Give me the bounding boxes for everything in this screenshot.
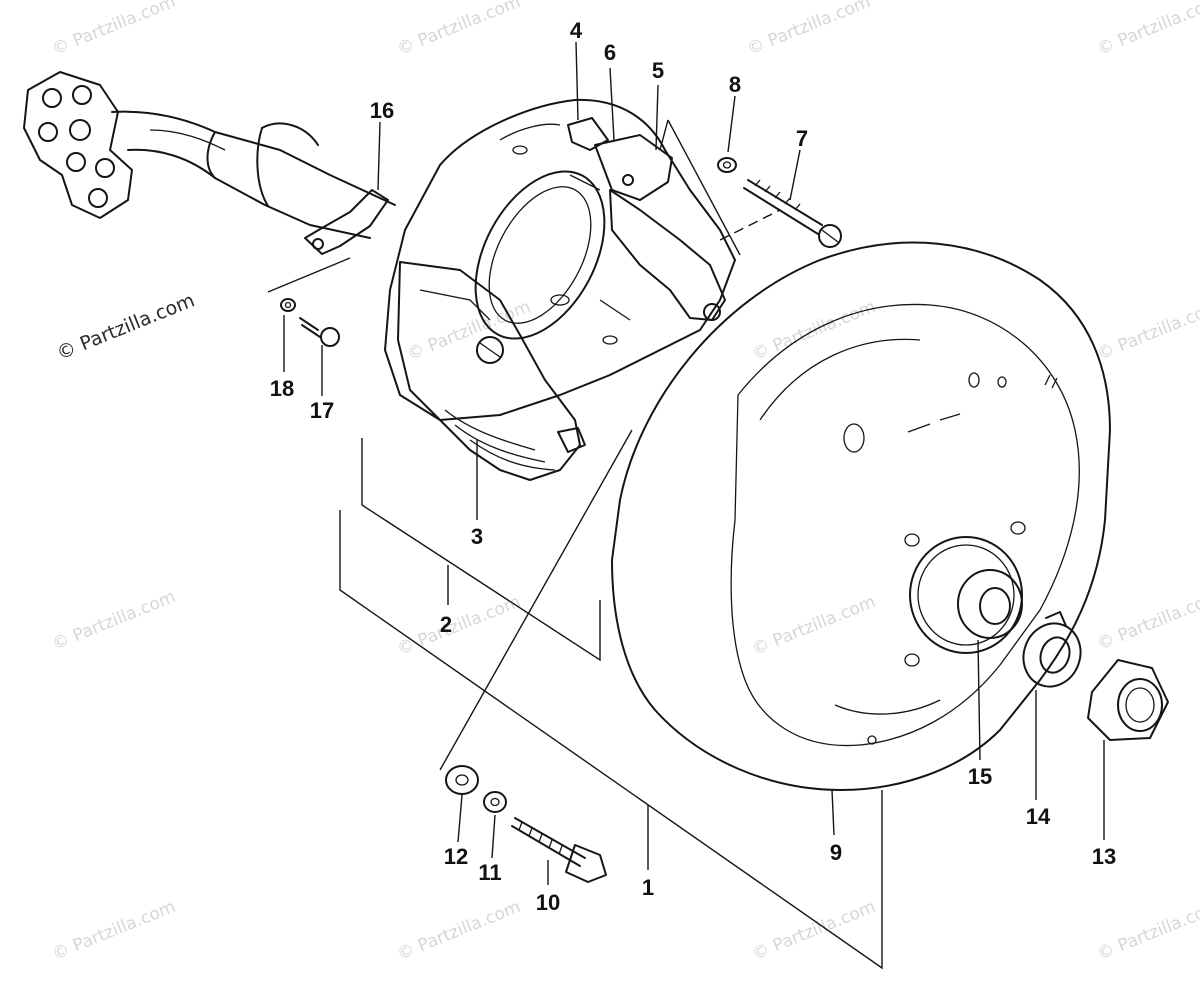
callout-2: 2	[440, 612, 452, 637]
callout-3: 3	[471, 524, 483, 549]
contact-breaker-assembly	[567, 117, 726, 321]
watermark: © Partzilla.com	[1094, 587, 1200, 655]
callout-8: 8	[729, 72, 741, 97]
watermark: © Partzilla.com	[394, 897, 523, 965]
callout-15: 15	[968, 764, 992, 789]
callout-10: 10	[536, 890, 560, 915]
callout-1: 1	[642, 875, 654, 900]
callout-6: 6	[604, 40, 616, 65]
screw-and-washer-7-8	[717, 157, 842, 248]
callout-4: 4	[570, 18, 583, 43]
watermark: © Partzilla.com	[394, 0, 523, 60]
watermark: © Partzilla.com	[1094, 897, 1200, 965]
nut-13	[1087, 659, 1169, 741]
watermark: © Partzilla.com	[1094, 0, 1200, 60]
watermark: © Partzilla.com	[49, 0, 178, 60]
callout-12: 12	[444, 844, 468, 869]
callout-5: 5	[652, 58, 664, 83]
assembly-brackets	[267, 119, 883, 970]
lock-washer-14	[1022, 611, 1082, 688]
watermark: © Partzilla.com	[744, 0, 873, 60]
callout-14: 14	[1026, 804, 1051, 829]
wire-clamp	[304, 189, 389, 255]
callout-13: 13	[1092, 844, 1116, 869]
wire-harness-connector	[23, 71, 133, 219]
callout-7: 7	[796, 126, 808, 151]
watermark: © Partzilla.com	[49, 587, 178, 655]
callout-18: 18	[270, 376, 294, 401]
callout-labels: 4 6 5 8 7 16 18 17 3 2 12 11 10 1 9 15 1…	[270, 18, 1116, 915]
leader-lines	[283, 41, 1105, 885]
callout-16: 16	[370, 98, 394, 123]
bolt-10	[511, 817, 607, 883]
screw-and-washer-17-18	[280, 298, 340, 347]
callout-9: 9	[830, 840, 842, 865]
watermark: © Partzilla.com	[404, 297, 533, 365]
stator-plate	[384, 98, 736, 421]
watermark: © Partzilla.com	[394, 592, 523, 660]
watermark: © Partzilla.com	[1094, 297, 1200, 365]
watermark: © Partzilla.com	[49, 897, 178, 965]
wire-harness-tube	[111, 110, 396, 239]
flywheel-rotor	[611, 241, 1111, 791]
flat-washer-12	[445, 765, 479, 795]
watermark: © Partzilla.com	[749, 592, 878, 660]
callout-11: 11	[478, 860, 501, 885]
lock-washer-11	[483, 791, 507, 813]
watermark-emphasis: © Partzilla.com	[54, 289, 198, 364]
callout-17: 17	[310, 398, 334, 423]
watermark: © Partzilla.com	[749, 897, 878, 965]
